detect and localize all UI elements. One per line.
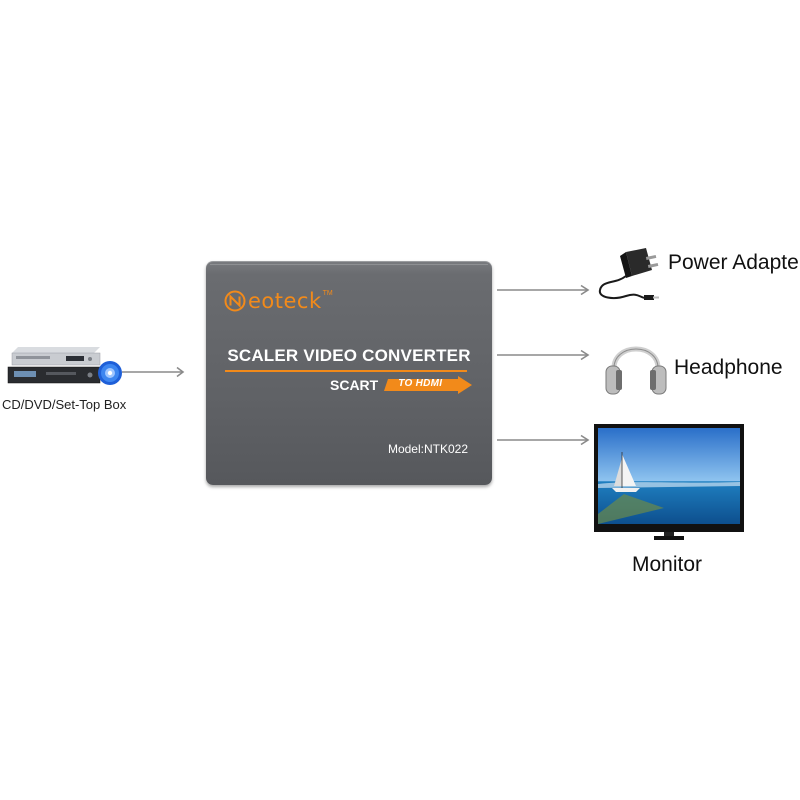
monitor-icon: [594, 424, 744, 540]
brand-logo: eoteck TM: [224, 288, 333, 314]
brand-name: eoteck: [248, 289, 322, 313]
power-adapter-icon: [598, 248, 659, 300]
scaler-converter-box: eoteck TM SCALER VIDEO CONVERTER SCART T…: [206, 261, 492, 485]
headphone-icon: [605, 346, 667, 395]
output-arrow-monitor: [497, 434, 590, 446]
input-arrow: [122, 366, 185, 378]
product-title: SCALER VIDEO CONVERTER: [227, 346, 471, 365]
to-hdmi-arrow: TO HDMI: [384, 376, 474, 394]
title-divider: [225, 370, 467, 372]
headphone-label: Headphone: [674, 356, 783, 379]
source-label: CD/DVD/Set-Top Box: [2, 397, 127, 412]
neoteck-logo-icon: [224, 290, 246, 312]
orange-arrow-icon: [384, 376, 473, 394]
output-arrow-headphone: [497, 349, 590, 361]
output-arrow-power: [497, 284, 590, 296]
to-hdmi-label: TO HDMI: [398, 378, 443, 389]
power-adapter-label: Power Adapter: [668, 251, 800, 274]
dvd-player-icon: [7, 347, 122, 385]
brand-trademark: TM: [322, 290, 333, 297]
scart-label: SCART: [330, 377, 379, 393]
monitor-label: Monitor: [632, 553, 703, 576]
model-label: Model:NTK022: [387, 442, 468, 456]
scart-to-hdmi-row: SCART TO HDMI: [330, 375, 474, 395]
